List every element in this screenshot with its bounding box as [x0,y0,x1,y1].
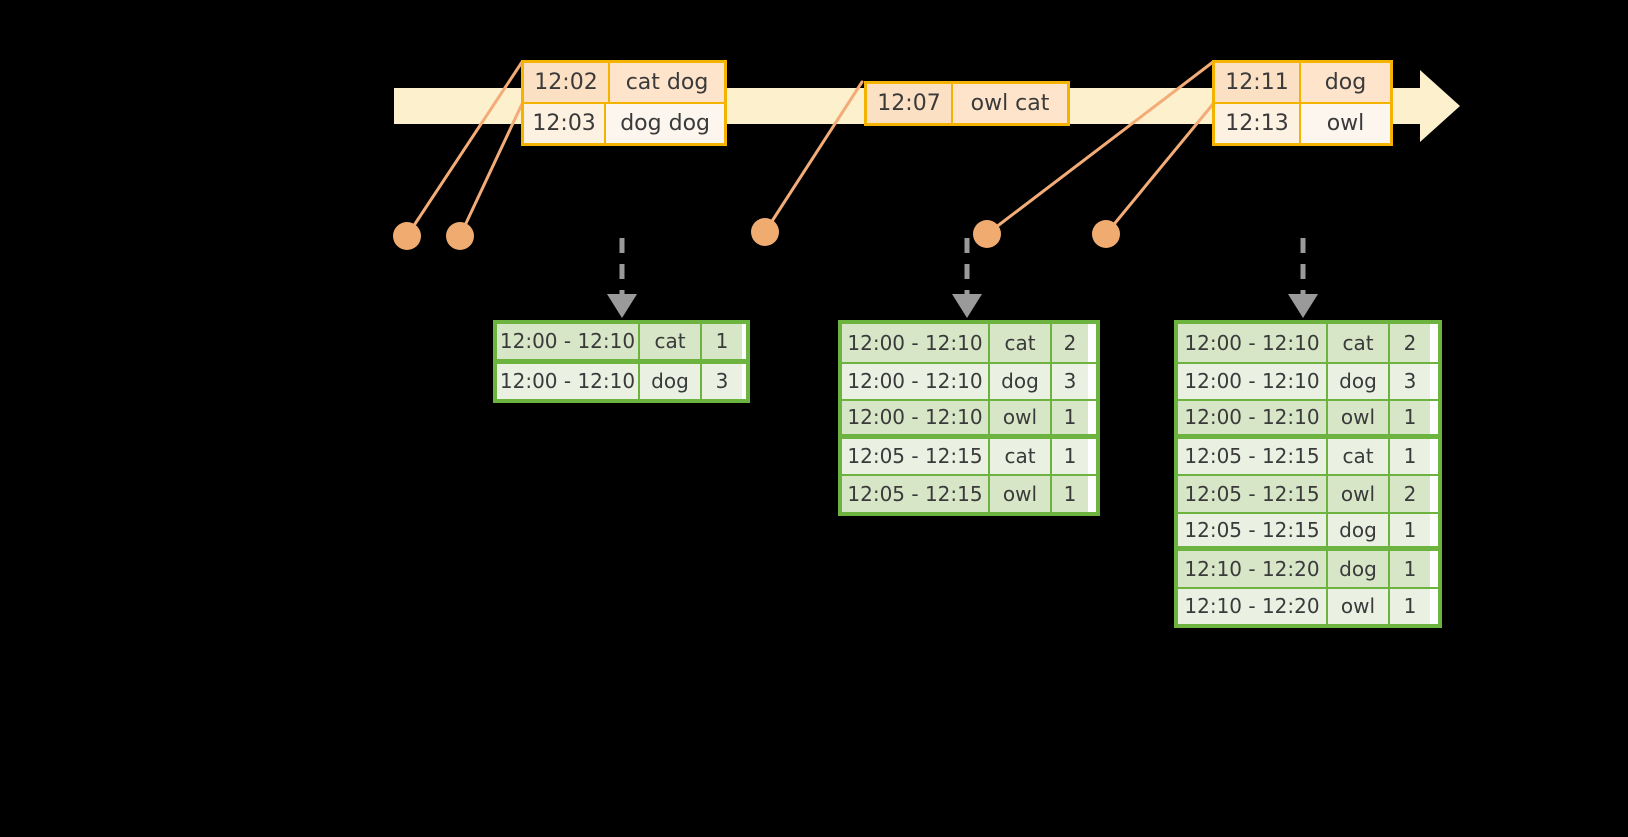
event-time: 12:03 [524,104,607,143]
cell-word: owl [1328,476,1390,512]
event-row[interactable]: 12:02 cat dog [524,63,724,102]
event-words: dog dog [606,104,724,143]
cell-count: 1 [1390,401,1430,434]
cell-word: cat [640,324,702,359]
event-words: owl [1301,104,1390,143]
timeline-arrowhead [1420,70,1460,142]
event-dots [393,218,1120,250]
cell-word: cat [990,324,1052,362]
table-row[interactable]: 12:00 - 12:10 dog 3 [497,361,746,399]
cell-count: 1 [702,324,742,359]
cell-word: dog [640,363,702,399]
table-row[interactable]: 12:00 - 12:10 owl 1 [1178,399,1438,437]
cell-word: cat [1328,324,1390,362]
cell-count: 1 [1052,401,1088,434]
table-row[interactable]: 12:00 - 12:10 cat 1 [497,324,746,362]
event-time: 12:07 [867,84,953,123]
cell-window: 12:10 - 12:20 [1178,551,1328,587]
event-row[interactable]: 12:03 dog dog [524,102,724,143]
table-row[interactable]: 12:10 - 12:20 owl 1 [1178,586,1438,624]
cell-word: owl [990,401,1052,434]
cell-count: 1 [1390,588,1430,624]
event-dot-1202 [393,222,421,250]
connector-1202 [405,60,524,238]
cell-count: 1 [1390,513,1430,546]
cell-window: 12:00 - 12:10 [842,363,990,399]
event-words: cat dog [610,63,724,102]
emit-arrowheads [607,294,1318,318]
event-group-2[interactable]: 12:07 owl cat [864,81,1070,126]
table-row[interactable]: 12:05 - 12:15 owl 2 [1178,474,1438,512]
event-dot-1211 [973,220,1001,248]
table-row[interactable]: 12:00 - 12:10 dog 3 [842,361,1096,399]
result-table-3[interactable]: 12:00 - 12:10 cat 2 12:00 - 12:10 dog 3 … [1174,320,1442,628]
cell-count: 2 [1390,324,1430,362]
table-row[interactable]: 12:00 - 12:10 cat 2 [842,324,1096,362]
cell-window: 12:00 - 12:10 [1178,401,1328,434]
cell-window: 12:00 - 12:10 [1178,363,1328,399]
table-row[interactable]: 12:05 - 12:15 cat 1 [1178,436,1438,474]
cell-window: 12:05 - 12:15 [1178,438,1328,474]
event-time: 12:13 [1215,104,1301,143]
cell-word: owl [1328,401,1390,434]
cell-word: dog [1328,551,1390,587]
event-row[interactable]: 12:13 owl [1215,102,1390,143]
cell-count: 1 [1052,476,1088,512]
cell-count: 1 [1052,438,1088,474]
event-dot-1203 [446,222,474,250]
cell-word: owl [990,476,1052,512]
cell-window: 12:00 - 12:10 [497,363,640,399]
event-row[interactable]: 12:07 owl cat [867,84,1067,123]
emit-arrows [619,238,1306,294]
cell-count: 1 [1390,551,1430,587]
table-row[interactable]: 12:00 - 12:10 cat 2 [1178,324,1438,362]
cell-count: 3 [1390,363,1430,399]
cell-word: dog [1328,513,1390,546]
result-table-1[interactable]: 12:00 - 12:10 cat 1 12:00 - 12:10 dog 3 [493,320,750,403]
cell-count: 2 [1390,476,1430,512]
table-row[interactable]: 12:05 - 12:15 owl 1 [842,474,1096,512]
result-table-2[interactable]: 12:00 - 12:10 cat 2 12:00 - 12:10 dog 3 … [838,320,1100,516]
table-row[interactable]: 12:00 - 12:10 dog 3 [1178,361,1438,399]
table-row[interactable]: 12:05 - 12:15 dog 1 [1178,511,1438,549]
connector-1203 [458,102,524,238]
cell-window: 12:10 - 12:20 [1178,588,1328,624]
cell-window: 12:05 - 12:15 [842,476,990,512]
event-time: 12:02 [524,63,610,102]
event-row[interactable]: 12:11 dog [1215,63,1390,102]
cell-window: 12:05 - 12:15 [1178,476,1328,512]
table-row[interactable]: 12:00 - 12:10 owl 1 [842,399,1096,437]
event-dot-1213 [1092,220,1120,248]
cell-word: owl [1328,588,1390,624]
event-words: owl cat [953,84,1067,123]
cell-window: 12:05 - 12:15 [1178,513,1328,546]
table-row[interactable]: 12:10 - 12:20 dog 1 [1178,549,1438,587]
event-group-1[interactable]: 12:02 cat dog 12:03 dog dog [521,60,727,146]
table-row[interactable]: 12:05 - 12:15 cat 1 [842,436,1096,474]
cell-word: cat [1328,438,1390,474]
cell-word: dog [1328,363,1390,399]
cell-count: 3 [1052,363,1088,399]
event-words: dog [1301,63,1390,102]
cell-window: 12:00 - 12:10 [1178,324,1328,362]
connector-1213 [1104,102,1215,236]
cell-count: 1 [1390,438,1430,474]
cell-word: cat [990,438,1052,474]
cell-window: 12:00 - 12:10 [842,401,990,434]
event-group-3[interactable]: 12:11 dog 12:13 owl [1212,60,1393,146]
event-time: 12:11 [1215,63,1301,102]
cell-count: 2 [1052,324,1088,362]
cell-window: 12:05 - 12:15 [842,438,990,474]
cell-window: 12:00 - 12:10 [842,324,990,362]
cell-window: 12:00 - 12:10 [497,324,640,359]
connector-1207 [763,80,864,234]
cell-count: 3 [702,363,742,399]
event-dot-1207 [751,218,779,246]
cell-word: dog [990,363,1052,399]
